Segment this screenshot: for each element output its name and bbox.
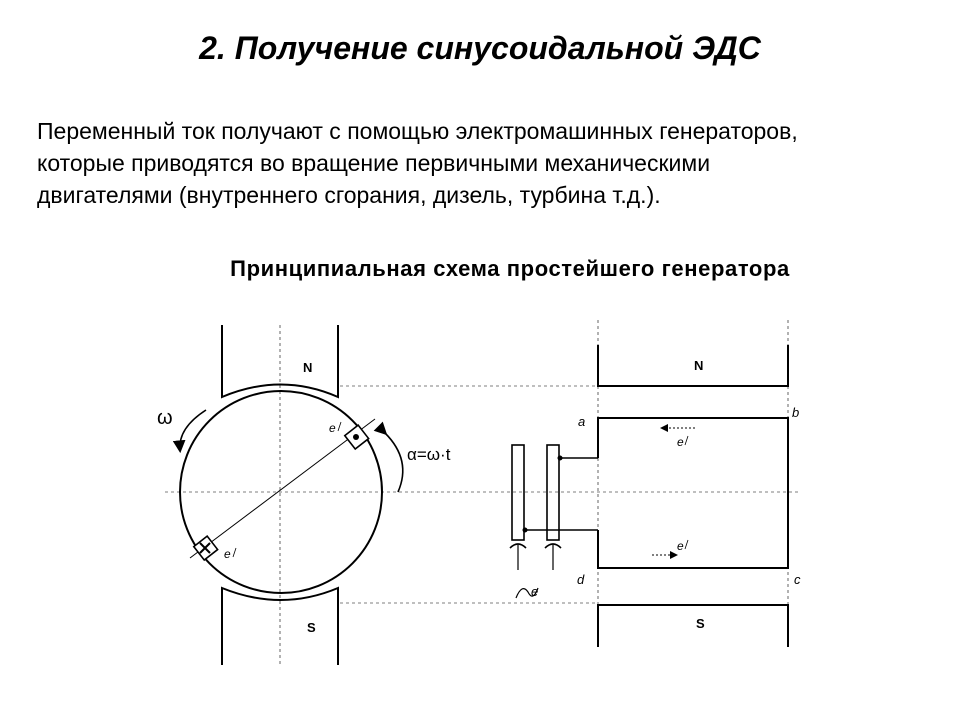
north-pole-right <box>597 345 789 387</box>
diagram-subtitle: Принципиальная схема простейшего генерат… <box>230 256 790 281</box>
lead-dot-top <box>557 455 563 461</box>
emf-slash-bottom-right <box>684 539 689 550</box>
omega-label: ω <box>157 407 173 429</box>
corner-label-a: a <box>578 414 585 429</box>
cross-icon-b <box>199 542 211 554</box>
emf-slash-marks-left <box>232 421 342 558</box>
brush-left <box>509 543 527 549</box>
emf-slash-top-right <box>684 435 689 446</box>
current-arrows <box>652 424 695 559</box>
emf-slash-top-left <box>337 421 342 432</box>
emf-label-top-right: e <box>677 435 684 449</box>
brush-right <box>544 543 562 549</box>
slide-title: 2. Получение синусоидальной ЭДС <box>199 30 761 66</box>
dashed-guide-lines <box>165 320 800 665</box>
north-pole-left <box>221 325 339 399</box>
side-view <box>509 345 789 647</box>
rotor-circle <box>179 390 383 594</box>
paragraph-line-2: которые приводятся во вращение первичным… <box>37 150 711 176</box>
south-label-left: S <box>307 620 316 635</box>
slip-ring-left <box>511 444 525 541</box>
angle-arc <box>373 421 404 493</box>
north-label-right: N <box>694 358 703 373</box>
south-label-right: S <box>696 616 705 631</box>
coil-loop <box>597 417 789 569</box>
emf-label-bottom-right: e <box>677 539 684 553</box>
paragraph-line-1: Переменный ток получают с помощью электр… <box>37 118 798 144</box>
emf-label-top-left: e <box>329 421 336 435</box>
alpha-formula: α=ω·t <box>407 445 451 464</box>
rotation-arrow <box>172 409 207 454</box>
dot-icon <box>353 434 359 440</box>
slip-ring-right <box>546 444 560 541</box>
top-conductor <box>343 424 370 451</box>
corner-label-d: d <box>577 572 585 587</box>
corner-label-b: b <box>792 405 799 420</box>
paragraph-line-3: двигателями (внутреннего сгорания, дизел… <box>37 182 661 208</box>
rotor-view <box>172 325 404 665</box>
emf-slash-bottom-left <box>232 547 237 558</box>
bottom-conductor <box>192 535 219 562</box>
intro-paragraph: Переменный ток получают с помощью электр… <box>37 115 937 211</box>
lead-dot-bottom <box>522 527 528 533</box>
sine-icon <box>515 587 539 599</box>
corner-label-c: c <box>794 572 801 587</box>
south-pole-right <box>597 604 789 647</box>
emf-slash-marks-right <box>684 435 689 550</box>
output-emf-label: e <box>531 584 538 599</box>
coil-axis-line <box>189 418 376 559</box>
emf-label-bottom-left: e <box>224 547 231 561</box>
south-pole-left <box>221 586 339 665</box>
north-label-left: N <box>303 360 312 375</box>
